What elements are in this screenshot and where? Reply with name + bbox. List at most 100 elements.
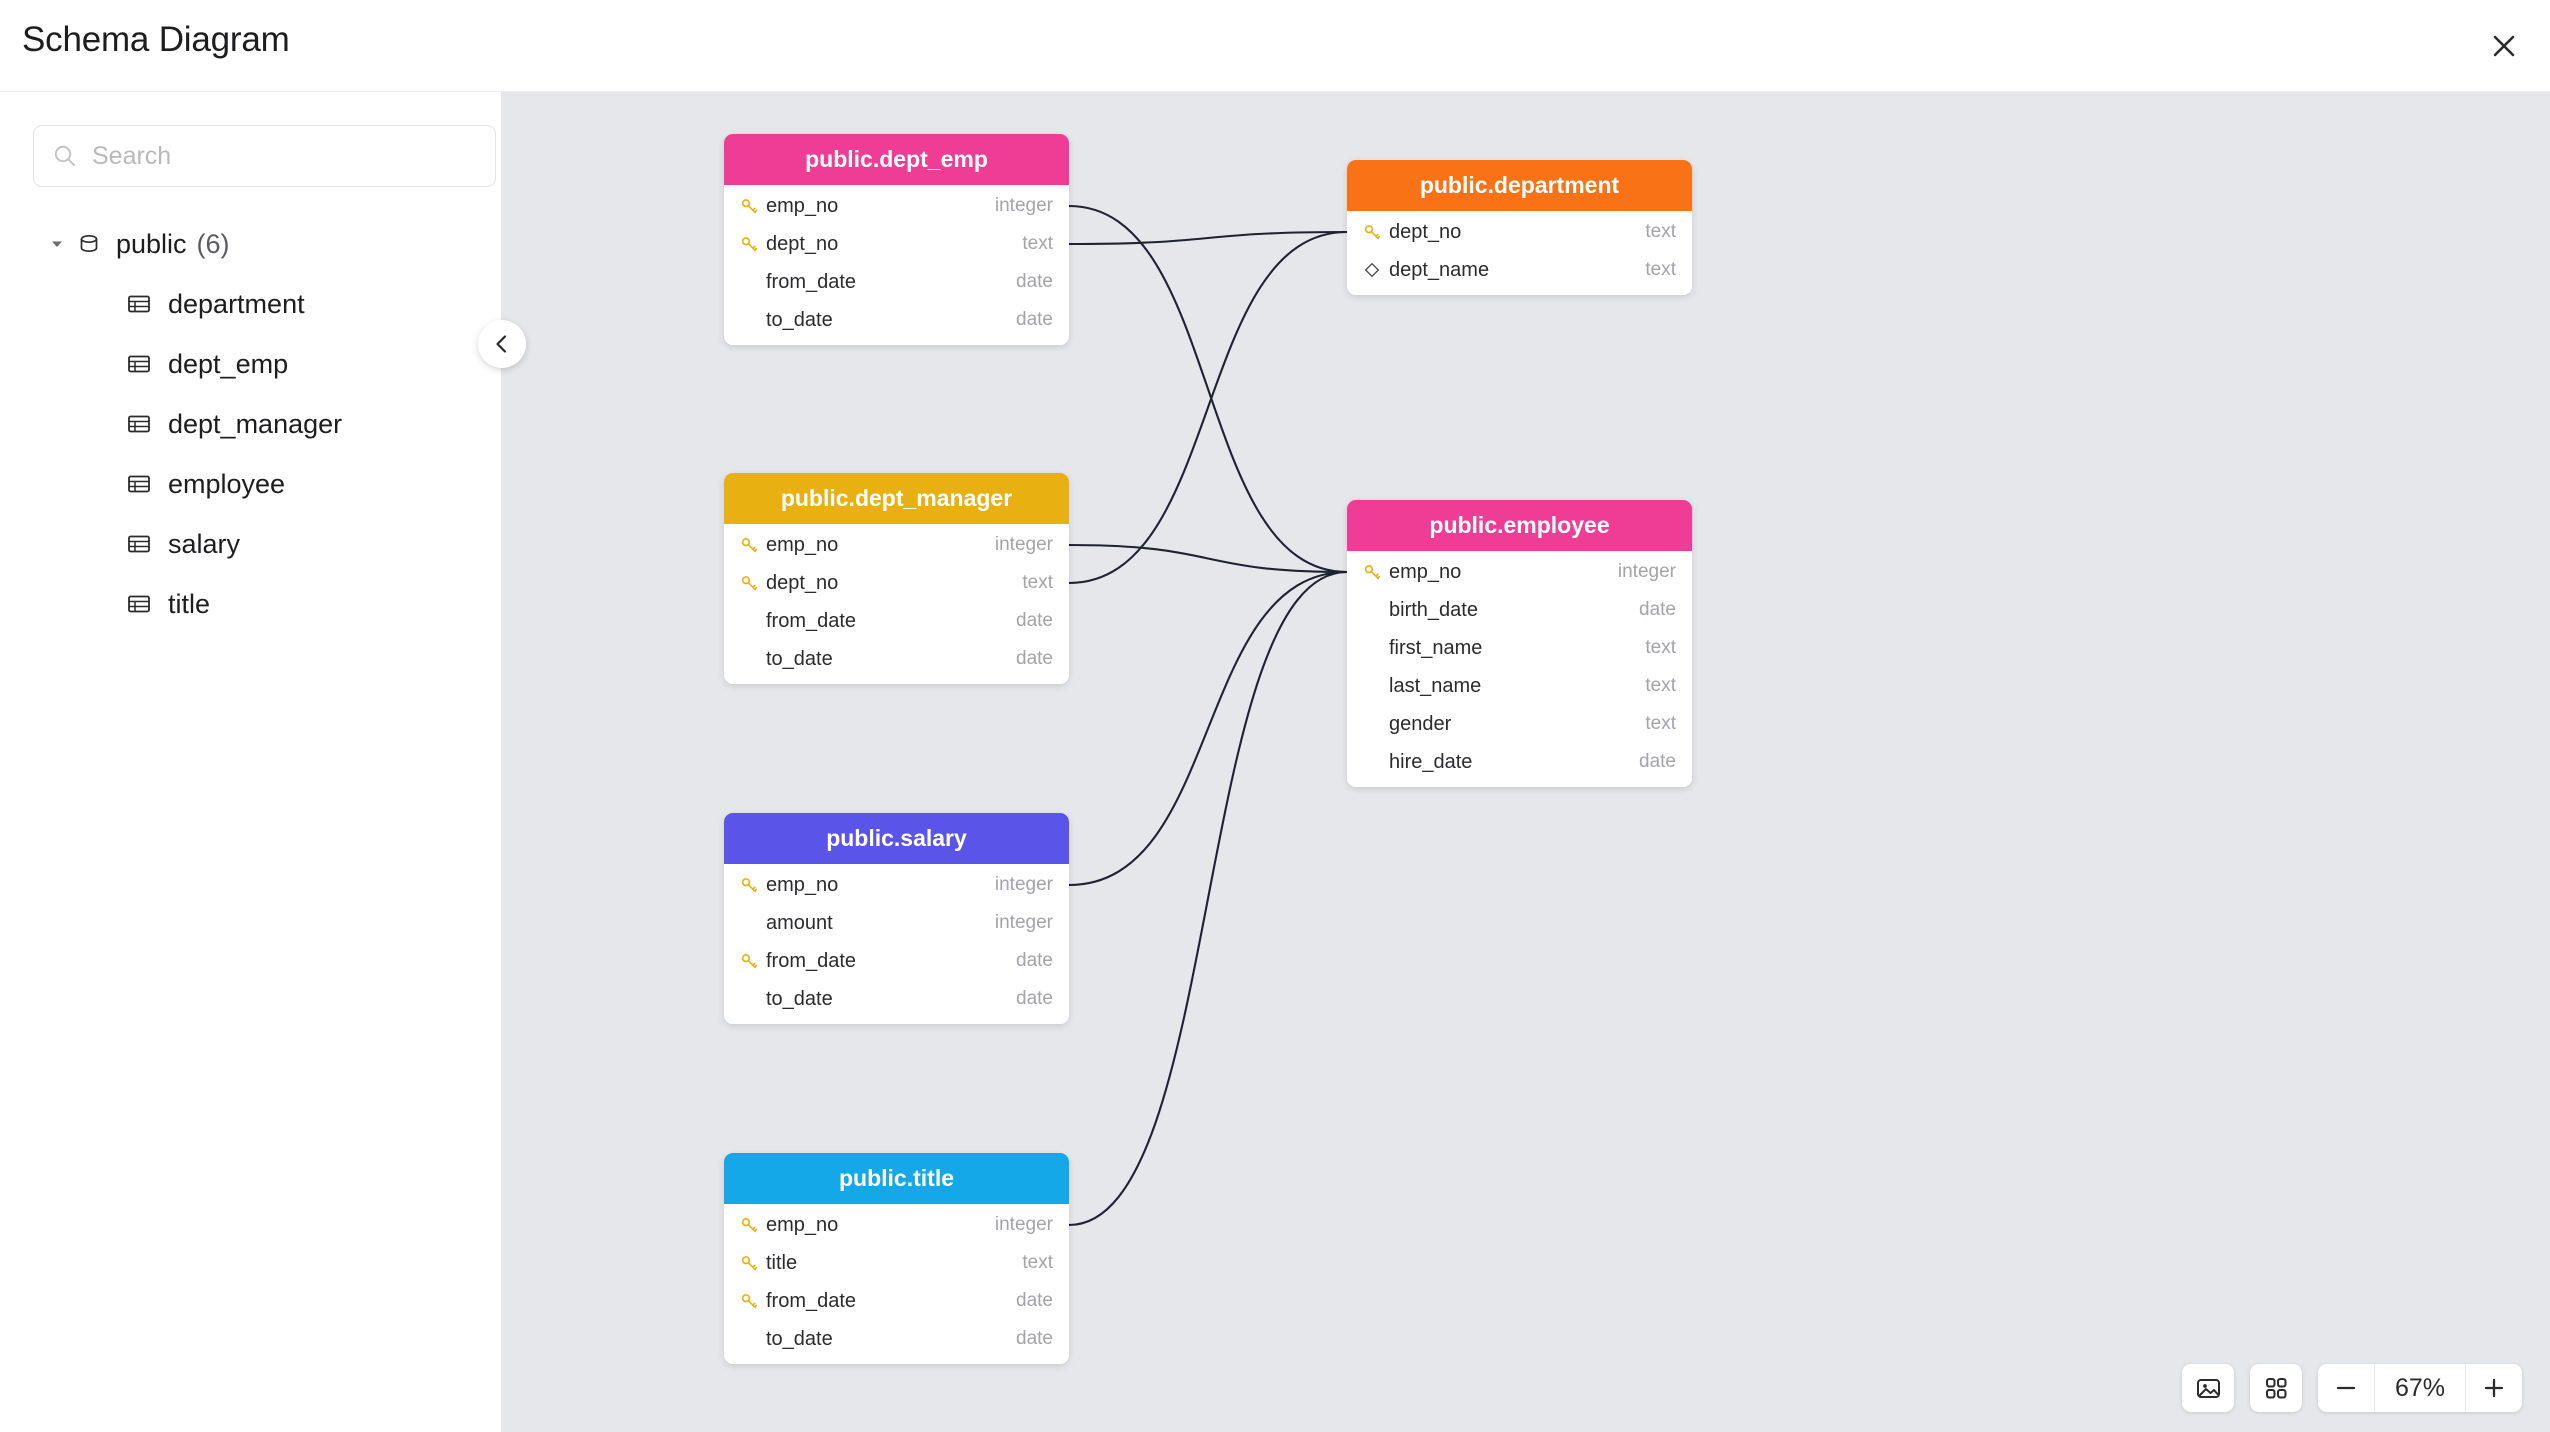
grid-icon (2266, 1378, 2287, 1399)
sidebar: public (6) departmentdept_empdept_manage… (0, 92, 526, 1432)
sidebar-item-salary[interactable]: salary (0, 514, 502, 574)
field-row[interactable]: from_date date (724, 602, 1069, 640)
key-icon (741, 1293, 757, 1308)
table-icon (128, 595, 150, 613)
field-name: to_date (766, 647, 833, 670)
schema-count-label: (6) (196, 228, 230, 259)
sidebar-item-title[interactable]: title (0, 574, 502, 634)
close-icon (2493, 35, 2515, 57)
field-row[interactable]: title text (724, 1244, 1069, 1282)
zoom-control-group: 67% (2318, 1364, 2522, 1412)
field-name: dept_no (766, 232, 839, 255)
sidebar-item-label: employee (168, 468, 286, 499)
zoom-out-button[interactable] (2318, 1364, 2374, 1412)
tree-node-public[interactable]: public (6) (0, 214, 502, 274)
field-type: text (1022, 233, 1053, 254)
table-card-header[interactable]: public.dept_emp (724, 134, 1069, 185)
field-type: date (1016, 1290, 1053, 1311)
table-icon (128, 415, 150, 433)
field-row[interactable]: emp_no integer (724, 187, 1069, 225)
field-name: from_date (766, 609, 857, 632)
key-icon (741, 537, 757, 552)
auto-layout-button[interactable] (2250, 1364, 2302, 1412)
field-row[interactable]: from_date date (724, 263, 1069, 301)
field-name: emp_no (766, 533, 839, 556)
caret-down-icon[interactable] (46, 233, 68, 255)
relationship-edge (1068, 230, 1348, 585)
field-type: integer (994, 1214, 1053, 1235)
table-card-dept_emp[interactable]: public.dept_emp emp_no integer dept_no text f… (724, 134, 1069, 345)
table-card-header[interactable]: public.department (1347, 160, 1692, 211)
export-image-button[interactable] (2182, 1364, 2234, 1412)
zoom-level-label[interactable]: 67% (2374, 1364, 2466, 1412)
field-name: to_date (766, 987, 833, 1010)
field-name: from_date (766, 270, 857, 293)
field-name: dept_no (1389, 220, 1462, 243)
field-type: date (1016, 988, 1053, 1009)
field-type: integer (994, 195, 1053, 216)
field-name: emp_no (1389, 560, 1462, 583)
table-icon (128, 355, 150, 373)
key-icon (741, 1217, 757, 1232)
field-name: from_date (766, 949, 857, 972)
field-name: title (766, 1251, 798, 1274)
header-bar: Schema Diagram (0, 0, 2550, 92)
search-box[interactable] (33, 125, 496, 187)
search-input[interactable] (92, 141, 477, 171)
close-button[interactable] (2480, 22, 2528, 70)
field-row[interactable]: from_date date (724, 1282, 1069, 1320)
table-card-header[interactable]: public.employee (1347, 500, 1692, 551)
table-card-header[interactable]: public.salary (724, 813, 1069, 864)
field-type: date (1016, 271, 1053, 292)
table-icon (128, 535, 150, 553)
sidebar-item-dept_emp[interactable]: dept_emp (0, 334, 502, 394)
sidebar-item-employee[interactable]: employee (0, 454, 502, 514)
field-name: emp_no (766, 194, 839, 217)
field-name: first_name (1389, 636, 1483, 659)
field-type: date (1016, 610, 1053, 631)
field-row[interactable]: birth_date date (1347, 591, 1692, 629)
table-card-header[interactable]: public.dept_manager (724, 473, 1069, 524)
table-icon (128, 475, 150, 493)
field-type: date (1639, 599, 1676, 620)
key-icon (1364, 564, 1380, 579)
zoom-in-button[interactable] (2466, 1364, 2522, 1412)
table-card-fields: emp_no integer dept_no text from_date date to_… (724, 185, 1069, 345)
field-name: from_date (766, 1289, 857, 1312)
field-type: text (1022, 1252, 1053, 1273)
table-card-header[interactable]: public.title (724, 1153, 1069, 1204)
sidebar-item-dept_manager[interactable]: dept_manager (0, 394, 502, 454)
field-row[interactable]: dept_no text (724, 225, 1069, 263)
field-name: birth_date (1389, 598, 1478, 621)
field-name: last_name (1389, 674, 1482, 697)
image-icon (2196, 1378, 2220, 1398)
relationship-edge (1068, 543, 1348, 574)
sidebar-collapse-button[interactable] (478, 320, 526, 368)
sidebar-item-department[interactable]: department (0, 274, 502, 334)
field-row[interactable]: to_date date (724, 980, 1069, 1018)
